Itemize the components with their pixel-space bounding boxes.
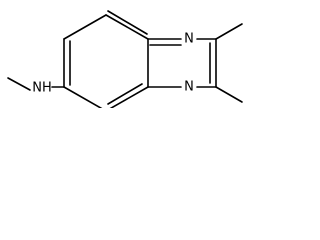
structure-canvas: N N NH bbox=[0, 0, 250, 108]
bond-c6-c5 bbox=[63, 86, 103, 108]
bond-c8a-c8 bbox=[105, 14, 149, 40]
atom-label-nh: NH bbox=[32, 81, 52, 96]
bond-c5-c4a-double bbox=[107, 83, 143, 105]
atom-label-n2: N bbox=[184, 80, 194, 95]
bond-c8a-c8-double bbox=[107, 10, 148, 35]
bond-lines bbox=[7, 10, 243, 108]
bond-c5-c4a bbox=[109, 86, 149, 108]
bond-nh-methyl bbox=[7, 77, 31, 91]
bond-c8-c7 bbox=[63, 14, 107, 40]
atom-label-n1: N bbox=[184, 32, 194, 47]
quinoxaline-structure-diagram: N N NH bbox=[7, 10, 243, 108]
bond-c2-methyl bbox=[215, 23, 243, 40]
bond-c3-methyl bbox=[215, 86, 243, 103]
